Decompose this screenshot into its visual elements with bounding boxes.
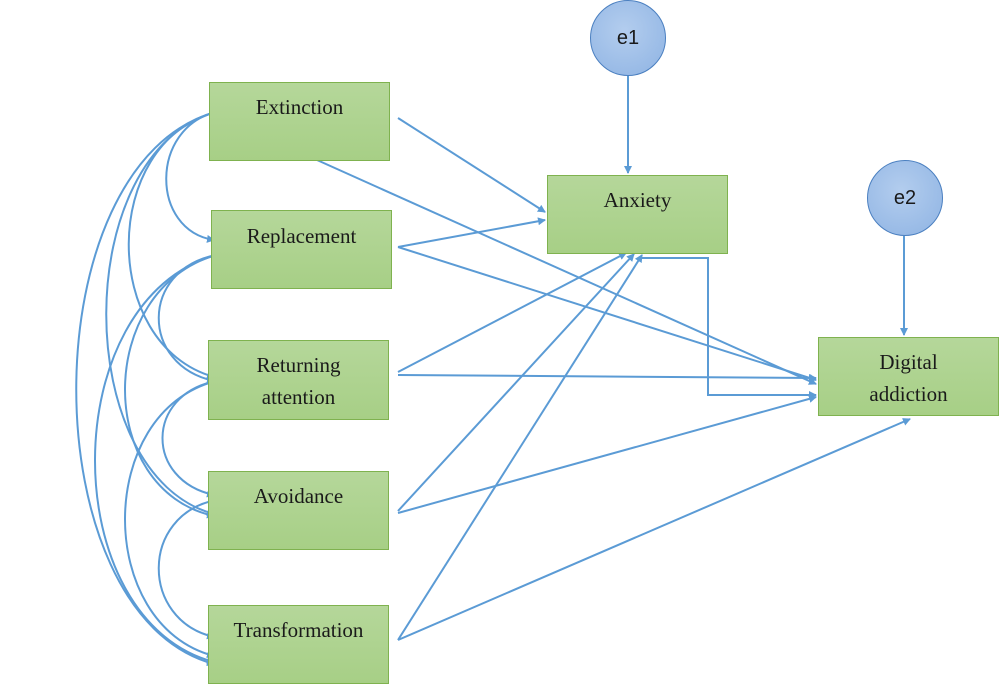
cov-returning-attention-transformation — [124, 375, 224, 659]
cov-extinction-returning-attention — [127, 106, 224, 379]
cov-avoidance-transformation — [157, 494, 224, 640]
node-digital-addiction: Digital addiction — [818, 337, 999, 416]
error-term-e2-label: e2 — [893, 186, 917, 209]
cov-extinction-avoidance — [105, 106, 224, 517]
node-replacement-label: Replacement — [246, 224, 357, 248]
path-extinction-digital-addiction — [316, 159, 817, 385]
node-returning-attention-line2: attention — [261, 385, 336, 409]
path-extinction-anxiety — [397, 117, 546, 213]
path-transformation-digital-addiction — [397, 418, 911, 641]
cov-replacement-transformation — [94, 249, 224, 665]
node-anxiety: Anxiety — [547, 175, 728, 254]
path-transformation-anxiety — [397, 254, 643, 641]
node-extinction-label: Extinction — [255, 95, 344, 119]
error-term-e1: e1 — [590, 0, 666, 76]
node-anxiety-label: Anxiety — [603, 188, 672, 212]
cov-extinction-replacement — [165, 106, 224, 243]
node-digital-addiction-line2: addiction — [869, 382, 948, 406]
node-digital-addiction-line1: Digital — [879, 350, 938, 374]
cov-replacement-avoidance — [124, 249, 224, 519]
node-digital-addiction-label: Digital addiction — [869, 346, 947, 410]
node-transformation: Transformation — [208, 605, 389, 684]
node-avoidance: Avoidance — [208, 471, 389, 550]
error-term-e1-label: e1 — [616, 26, 640, 49]
path-returning-attention-digital-addiction — [397, 373, 817, 382]
node-returning-attention-label: Returning attention — [257, 349, 341, 413]
node-extinction: Extinction — [209, 82, 390, 161]
node-avoidance-label: Avoidance — [253, 484, 344, 508]
path-anxiety-digital-addiction — [640, 257, 817, 399]
node-replacement: Replacement — [211, 210, 392, 289]
path-avoidance-digital-addiction — [397, 395, 817, 514]
path-replacement-digital-addiction — [397, 246, 817, 382]
error-term-e2: e2 — [867, 160, 943, 236]
node-transformation-label: Transformation — [233, 618, 364, 642]
path-returning-attention-anxiety — [397, 252, 627, 373]
path-avoidance-anxiety — [397, 253, 635, 512]
node-returning-attention-line1: Returning — [256, 353, 341, 377]
node-returning-attention: Returning attention — [208, 340, 389, 420]
path-replacement-anxiety — [397, 217, 546, 248]
